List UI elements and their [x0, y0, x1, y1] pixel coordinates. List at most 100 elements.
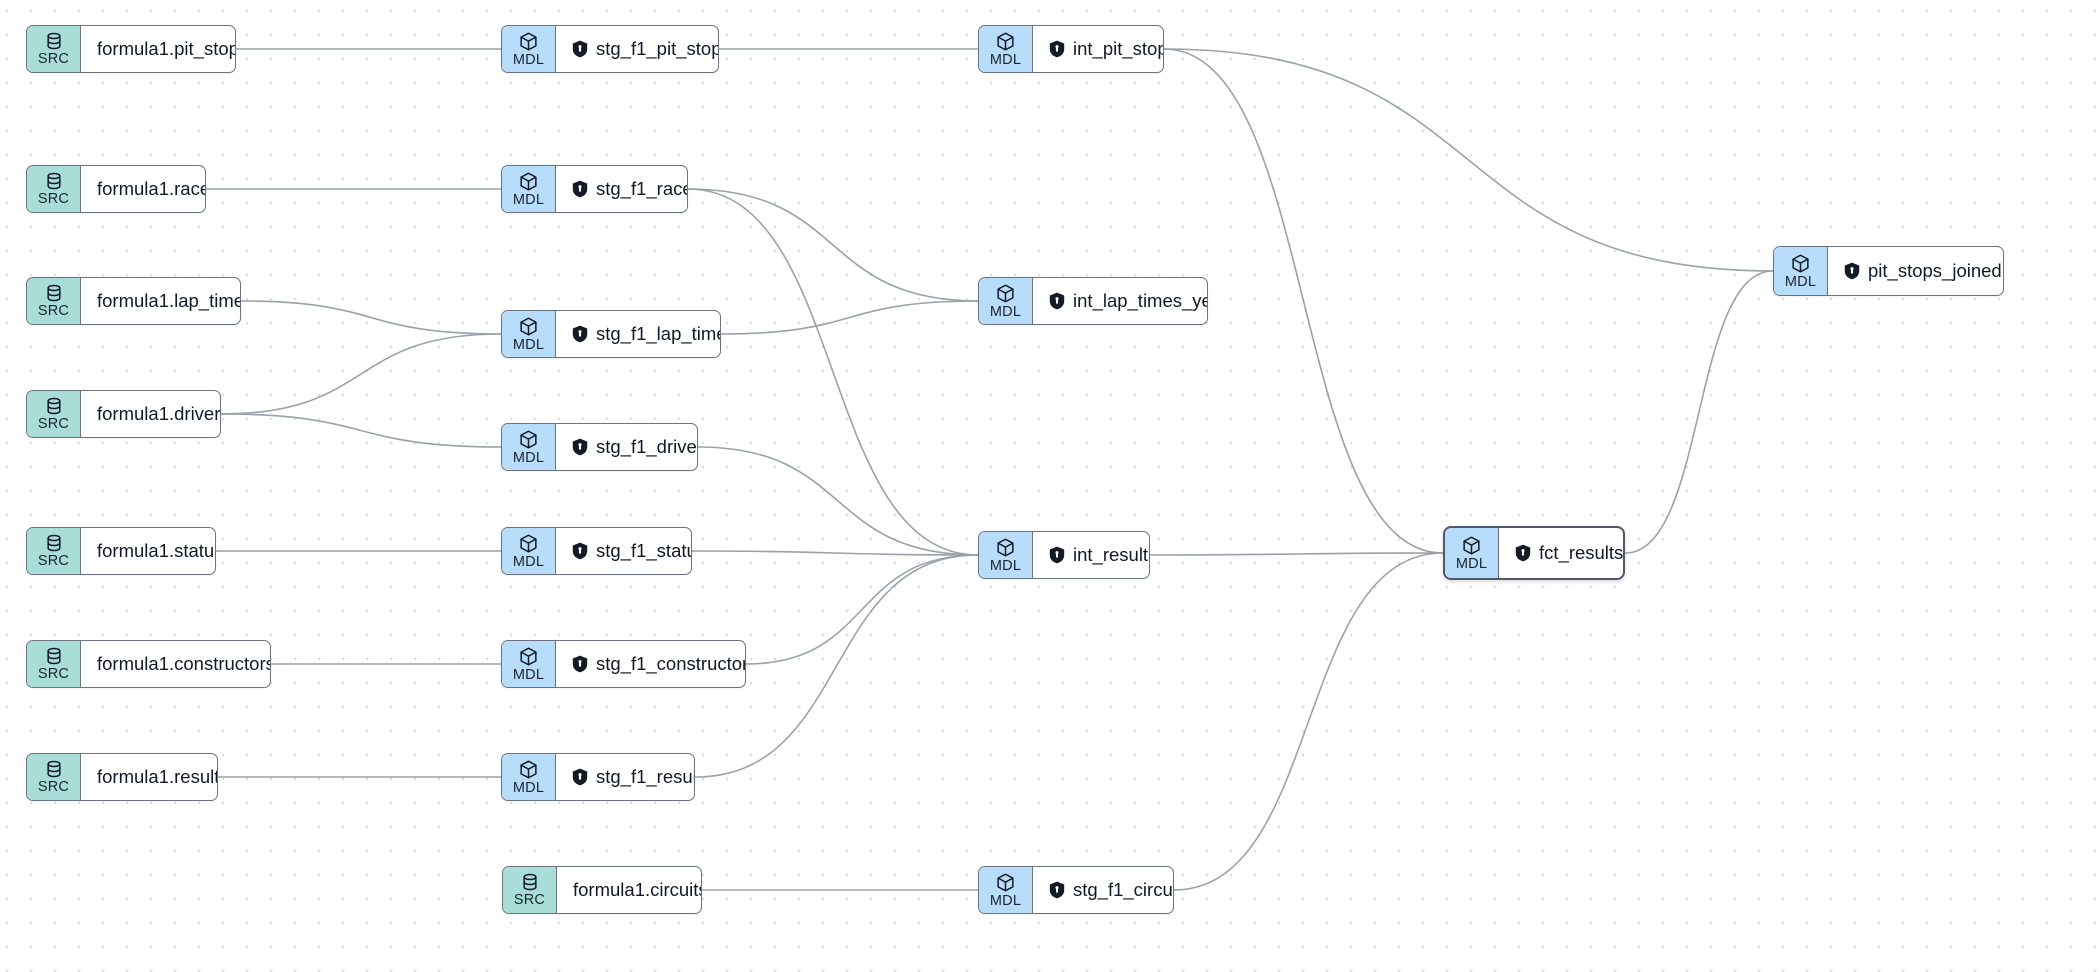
- badge-label: MDL: [512, 553, 545, 570]
- graph-node-stg_lap_times[interactable]: MDL stg_f1_lap_times: [501, 310, 721, 358]
- node-label: stg_f1_drivers: [596, 435, 697, 457]
- node-body: stg_f1_constructors: [556, 641, 746, 687]
- node-body: formula1.races: [81, 166, 205, 212]
- model-badge: MDL: [1445, 528, 1499, 578]
- badge-label: SRC: [37, 303, 70, 320]
- database-icon: [44, 283, 64, 303]
- graph-node-src_lap_times[interactable]: SRC formula1.lap_times: [26, 277, 241, 325]
- graph-node-stg_status[interactable]: MDL stg_f1_status: [501, 527, 692, 575]
- model-badge: MDL: [979, 278, 1033, 324]
- cube-icon: [995, 537, 1016, 558]
- shield-icon: [572, 438, 588, 456]
- node-label: stg_f1_results: [596, 765, 694, 787]
- graph-node-stg_pit_stops[interactable]: MDL stg_f1_pit_stops: [501, 25, 719, 73]
- cube-icon: [1461, 535, 1482, 556]
- database-icon: [44, 171, 64, 191]
- cube-icon: [995, 283, 1016, 304]
- badge-label: MDL: [989, 51, 1022, 68]
- edge-src_drivers-to-stg_lap_times: [220, 333, 502, 415]
- source-badge: SRC: [27, 641, 81, 687]
- source-badge: SRC: [27, 528, 81, 574]
- cube-icon: [518, 759, 539, 780]
- badge-label: MDL: [989, 557, 1022, 574]
- badge-label: MDL: [512, 666, 545, 683]
- node-body: int_lap_times_years: [1033, 278, 1207, 324]
- graph-node-int_lap_times_years[interactable]: MDL int_lap_times_years: [978, 277, 1208, 325]
- node-label: stg_f1_lap_times: [596, 322, 720, 344]
- graph-node-stg_races[interactable]: MDL stg_f1_races: [501, 165, 688, 213]
- source-badge: SRC: [27, 166, 81, 212]
- cube-icon: [518, 646, 539, 667]
- cube-icon: [518, 171, 539, 192]
- cube-icon: [518, 316, 539, 337]
- model-badge: MDL: [502, 424, 556, 470]
- badge-label: MDL: [512, 51, 545, 68]
- model-badge: MDL: [1774, 247, 1828, 295]
- shield-icon: [1049, 292, 1065, 310]
- model-badge: MDL: [502, 528, 556, 574]
- node-body: formula1.lap_times: [81, 278, 241, 324]
- edge-stg_drivers-to-int_results: [697, 446, 979, 556]
- badge-label: MDL: [512, 336, 545, 353]
- graph-node-stg_results[interactable]: MDL stg_f1_results: [501, 753, 695, 801]
- node-label: formula1.pit_stops: [97, 37, 236, 59]
- badge-label: MDL: [512, 779, 545, 796]
- cube-icon: [518, 533, 539, 554]
- node-label: formula1.status: [97, 539, 216, 561]
- graph-node-pit_stops_joined[interactable]: MDL pit_stops_joined: [1773, 246, 2004, 296]
- graph-node-int_results[interactable]: MDL int_results: [978, 531, 1150, 579]
- model-badge: MDL: [979, 26, 1033, 72]
- badge-label: MDL: [989, 303, 1022, 320]
- graph-node-src_races[interactable]: SRC formula1.races: [26, 165, 206, 213]
- graph-node-src_pit_stops[interactable]: SRC formula1.pit_stops: [26, 25, 236, 73]
- model-badge: MDL: [502, 754, 556, 800]
- cube-icon: [995, 31, 1016, 52]
- node-body: stg_f1_status: [556, 528, 691, 574]
- node-label: formula1.circuits: [573, 878, 702, 900]
- node-label: formula1.lap_times: [97, 289, 241, 311]
- edge-stg_constructors-to-int_results: [745, 554, 979, 665]
- badge-label: SRC: [37, 191, 70, 208]
- node-body: formula1.circuits: [557, 867, 702, 913]
- node-body: formula1.status: [81, 528, 216, 574]
- node-body: stg_f1_drivers: [556, 424, 697, 470]
- node-body: formula1.drivers: [81, 391, 220, 437]
- edge-fct_results-to-pit_stops_joined: [1624, 270, 1774, 554]
- graph-node-fct_results[interactable]: MDL fct_results: [1443, 526, 1625, 580]
- source-badge: SRC: [27, 754, 81, 800]
- node-label: formula1.races: [97, 177, 205, 199]
- graph-node-stg_constructors[interactable]: MDL stg_f1_constructors: [501, 640, 746, 688]
- model-badge: MDL: [979, 867, 1033, 913]
- shield-icon: [1844, 262, 1860, 280]
- badge-label: MDL: [1784, 273, 1817, 290]
- cube-icon: [518, 429, 539, 450]
- model-badge: MDL: [979, 532, 1033, 578]
- graph-node-stg_circuits[interactable]: MDL stg_f1_circuits: [978, 866, 1174, 914]
- node-label: stg_f1_constructors: [596, 652, 746, 674]
- node-body: stg_f1_results: [556, 754, 694, 800]
- node-label: stg_f1_circuits: [1073, 878, 1173, 900]
- shield-icon: [1515, 544, 1531, 562]
- node-body: stg_f1_pit_stops: [556, 26, 718, 72]
- cube-icon: [518, 31, 539, 52]
- shield-icon: [572, 180, 588, 198]
- shield-icon: [572, 655, 588, 673]
- edge-stg_lap_times-to-int_lap_times_years: [720, 300, 979, 335]
- edge-stg_races-to-int_lap_times_years: [687, 188, 979, 302]
- database-icon: [44, 31, 64, 51]
- node-body: stg_f1_lap_times: [556, 311, 720, 357]
- node-body: fct_results: [1499, 528, 1623, 578]
- cube-icon: [995, 872, 1016, 893]
- graph-node-src_status[interactable]: SRC formula1.status: [26, 527, 216, 575]
- source-badge: SRC: [27, 391, 81, 437]
- node-body: stg_f1_races: [556, 166, 687, 212]
- graph-node-int_pit_stops[interactable]: MDL int_pit_stops: [978, 25, 1164, 73]
- badge-label: SRC: [37, 779, 70, 796]
- graph-node-stg_drivers[interactable]: MDL stg_f1_drivers: [501, 423, 698, 471]
- badge-label: SRC: [37, 51, 70, 68]
